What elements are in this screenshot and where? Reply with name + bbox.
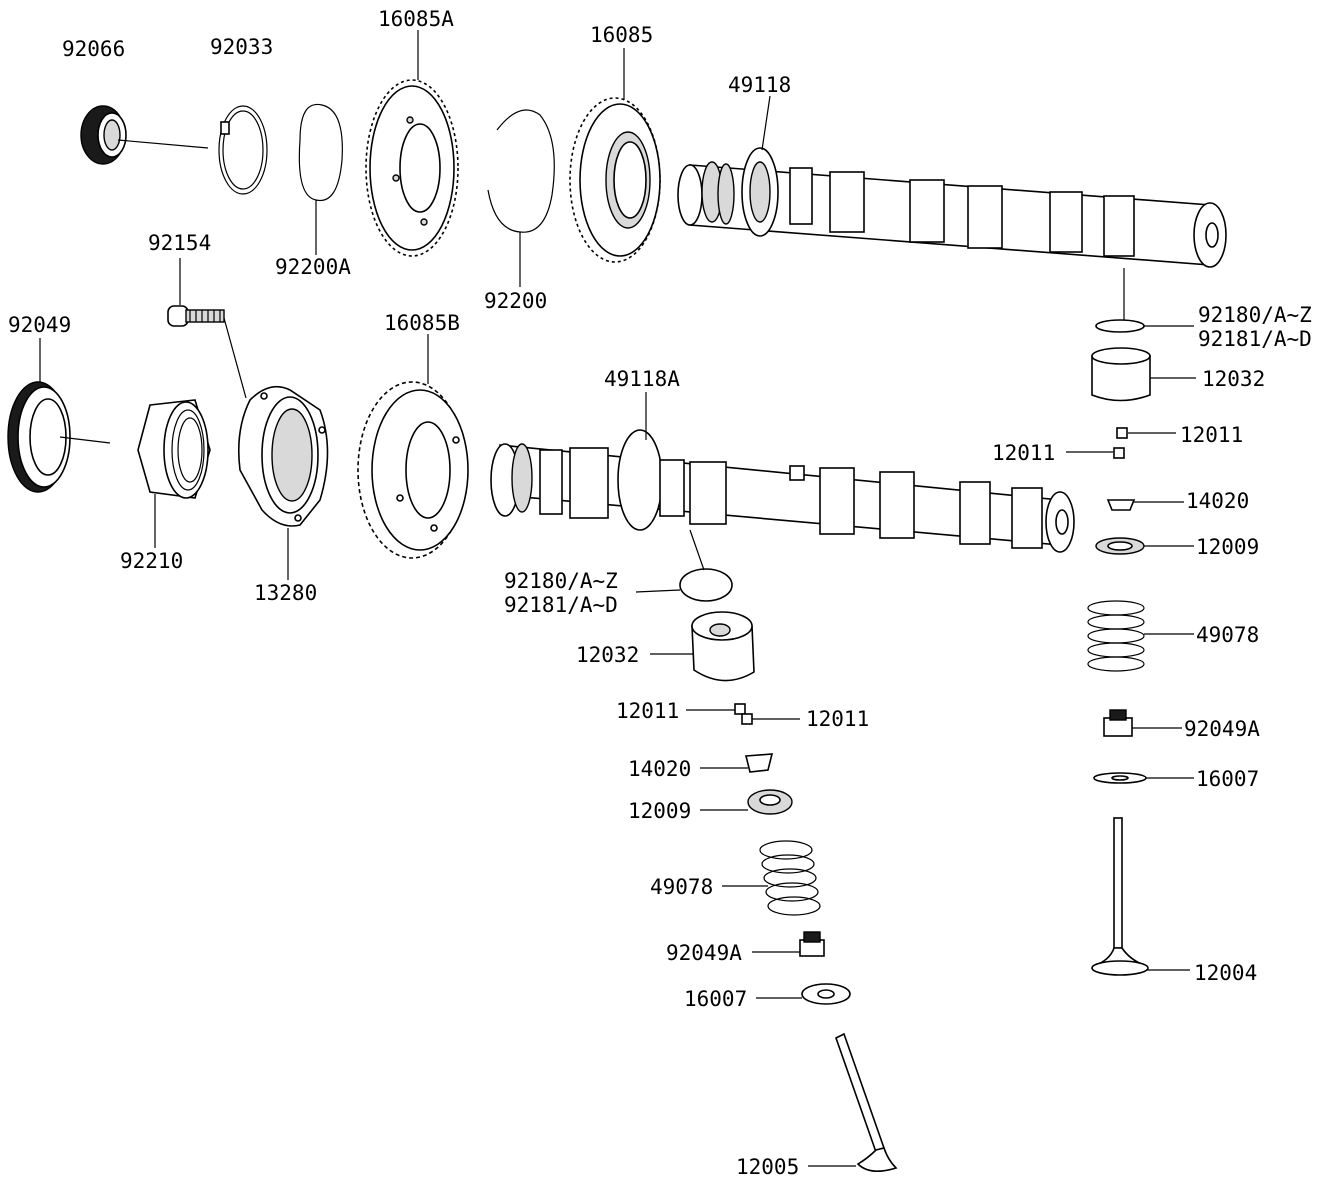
retainer-right <box>1106 499 1136 511</box>
ring-92200 <box>487 109 555 233</box>
spring-right <box>1087 600 1145 672</box>
label-92181-right: 92181/A~D <box>1198 327 1312 351</box>
label-92049A-mid: 92049A <box>666 941 742 965</box>
label-13280: 13280 <box>254 581 317 605</box>
label-92066: 92066 <box>62 37 125 61</box>
retainer-mid <box>744 753 774 773</box>
washer-mid <box>801 983 851 1005</box>
spring-mid <box>759 840 821 916</box>
label-12005: 12005 <box>736 1155 799 1179</box>
tappet-right <box>1091 347 1151 402</box>
label-92033: 92033 <box>210 35 273 59</box>
ring-92200A <box>298 103 343 202</box>
tappet-mid <box>691 611 755 682</box>
valve-12004 <box>1091 817 1149 976</box>
label-92049A-right: 92049A <box>1184 717 1260 741</box>
label-49078-right: 49078 <box>1196 623 1259 647</box>
label-49118A: 49118A <box>604 367 680 391</box>
spring-seat-mid <box>747 789 793 815</box>
label-16007-mid: 16007 <box>684 987 747 1011</box>
label-16007-right: 16007 <box>1196 767 1259 791</box>
label-12032-right: 12032 <box>1202 367 1265 391</box>
stem-seal-right <box>1103 709 1133 737</box>
camshaft-49118A <box>490 429 1075 553</box>
shim-mid <box>679 568 733 602</box>
label-12032-mid: 12032 <box>576 643 639 667</box>
label-12011-right-2: 12011 <box>992 441 1055 465</box>
label-92154: 92154 <box>148 231 211 255</box>
circlip-92033 <box>218 105 268 195</box>
label-92180-right: 92180/A~Z <box>1198 303 1312 327</box>
shim-right <box>1095 319 1145 333</box>
seal-92049 <box>7 381 71 493</box>
cotter-right-2 <box>1113 447 1125 459</box>
label-92210: 92210 <box>120 549 183 573</box>
label-92049: 92049 <box>8 313 71 337</box>
label-16085: 16085 <box>590 23 653 47</box>
seal-92066 <box>80 105 127 165</box>
label-92181-mid: 92181/A~D <box>504 593 618 617</box>
holder-13280 <box>237 385 329 527</box>
cotter-mid-1 <box>734 703 746 715</box>
label-92200A: 92200A <box>275 255 351 279</box>
label-12011-mid-2: 12011 <box>806 707 869 731</box>
washer-right <box>1093 772 1147 784</box>
label-12011-mid-1: 12011 <box>616 699 679 723</box>
label-14020-mid: 14020 <box>628 757 691 781</box>
spring-seat-right <box>1095 537 1145 555</box>
camshaft-49118 <box>677 147 1227 268</box>
label-16085A: 16085A <box>378 7 454 31</box>
label-14020-right: 14020 <box>1186 489 1249 513</box>
label-12011-right-1: 12011 <box>1180 423 1243 447</box>
label-16085B: 16085B <box>384 311 460 335</box>
label-92180-mid: 92180/A~Z <box>504 569 618 593</box>
label-12004: 12004 <box>1194 961 1257 985</box>
cotter-right-1 <box>1116 427 1128 439</box>
label-49078-mid: 49078 <box>650 875 713 899</box>
gear-16085A <box>365 79 459 257</box>
gear-16085B <box>357 381 469 559</box>
stem-seal-mid <box>799 931 825 957</box>
gear-16085 <box>569 97 661 263</box>
label-12009-right: 12009 <box>1196 535 1259 559</box>
label-12009-mid: 12009 <box>628 799 691 823</box>
valve-12005 <box>835 1032 898 1172</box>
cotter-mid-2 <box>741 713 753 725</box>
bolt-92154 <box>167 305 225 327</box>
nut-92210 <box>137 399 211 499</box>
label-92200: 92200 <box>484 289 547 313</box>
label-49118: 49118 <box>728 73 791 97</box>
